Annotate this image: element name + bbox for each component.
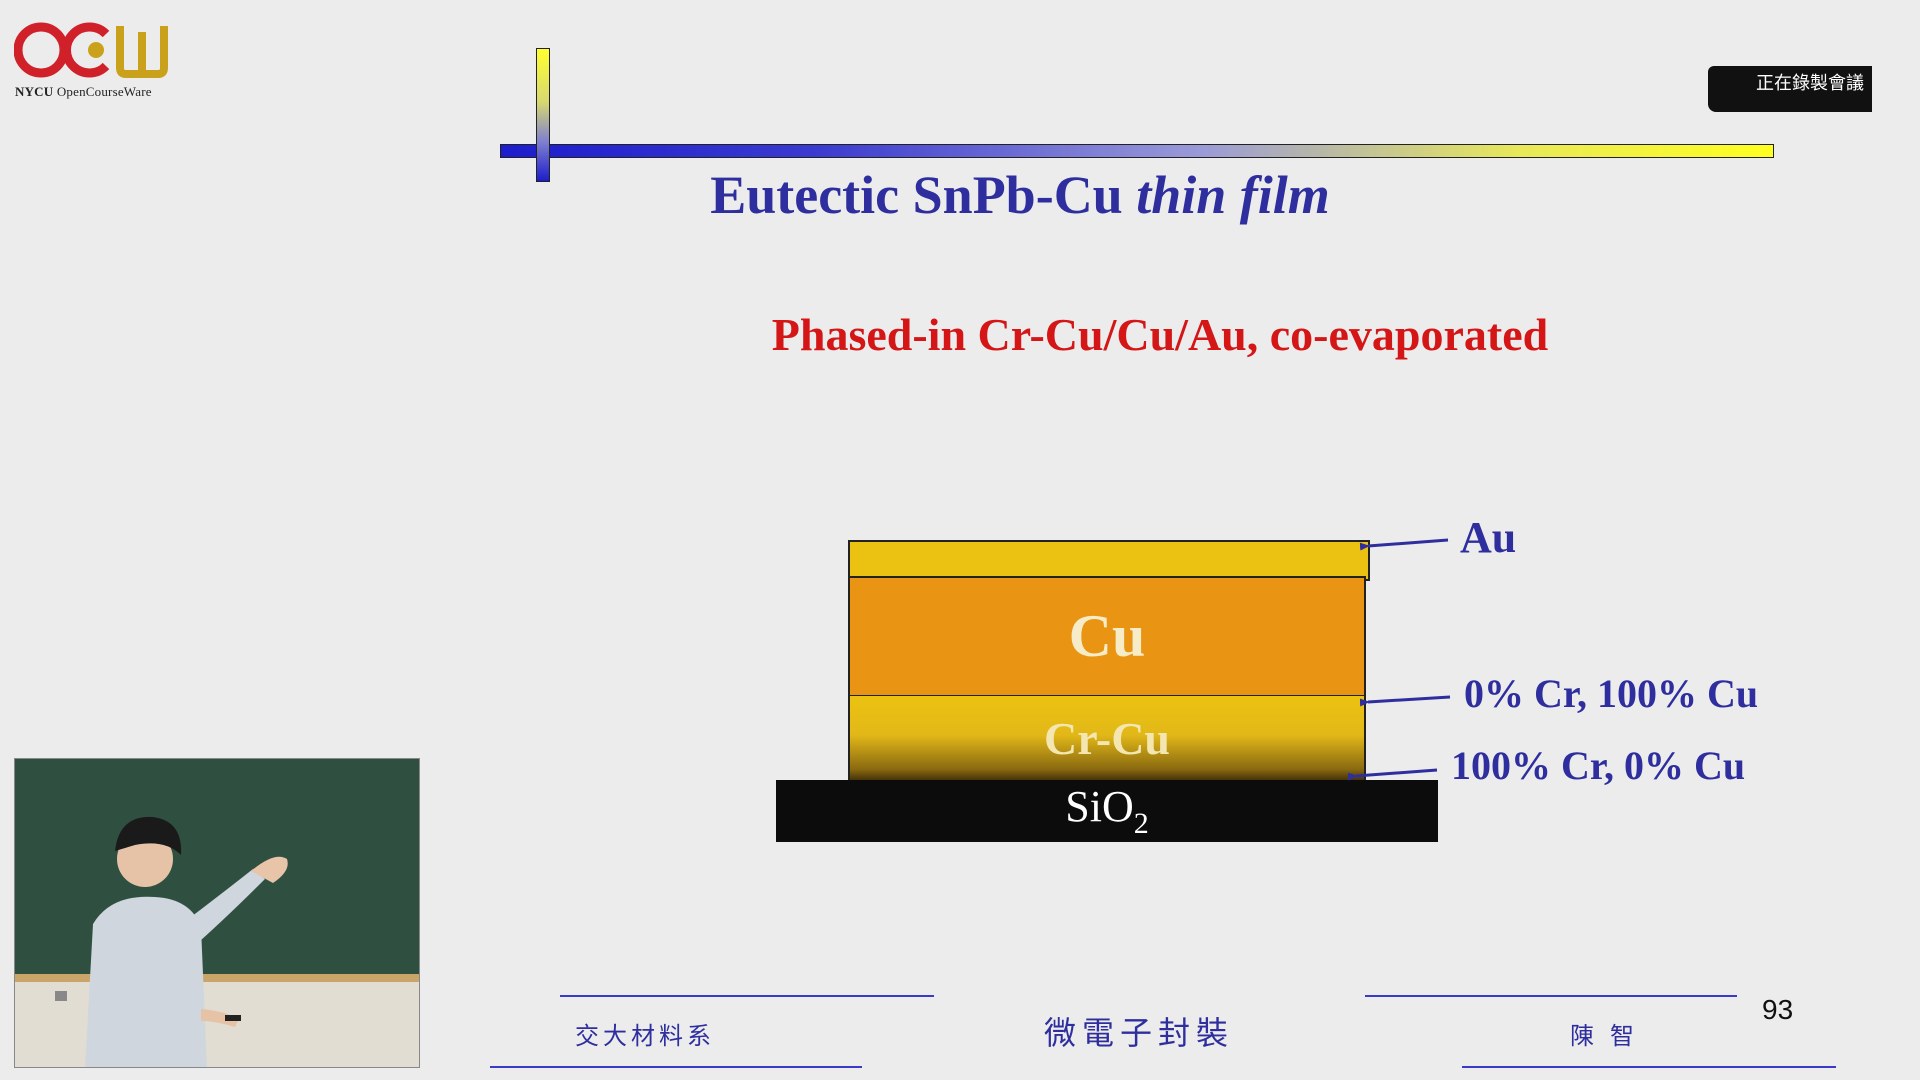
ocw-logo: NYCU OpenCourseWare [13, 18, 174, 104]
footer-line-right-bottom [1462, 1066, 1836, 1068]
layer-au [848, 540, 1370, 581]
layer-sio2: SiO2 [776, 780, 1438, 842]
label-cu100: 0% Cr, 100% Cu [1464, 671, 1759, 716]
title-bar-vertical [536, 48, 550, 182]
logo-caption: NYCU OpenCourseWare [15, 84, 152, 99]
arrow-au [1359, 538, 1449, 551]
label-au: Au [1460, 513, 1517, 562]
recording-badge: 正在錄製會議 [1708, 66, 1872, 112]
title-italic: thin film [1136, 165, 1330, 225]
slide-subtitle: Phased-in Cr-Cu/Cu/Au, co-evaporated [771, 309, 1549, 360]
layer-cu-label: Cu [1068, 603, 1146, 669]
title-main: Eutectic SnPb-Cu [710, 165, 1137, 225]
layer-sio2-label: SiO2 [1065, 782, 1149, 840]
footer-line-left-bottom [490, 1066, 862, 1068]
lecturer-video[interactable] [14, 758, 420, 1068]
arrow-cu100 [1359, 695, 1451, 707]
layer-crcu-label: Cr-Cu [1043, 713, 1171, 764]
layer-crcu: Cr-Cu [848, 696, 1366, 782]
footer-line-left-top [560, 995, 934, 997]
footer-course: 微電子封裝 [1044, 1014, 1235, 1052]
title-bar-horizontal [500, 144, 1774, 158]
page-number: 93 [1762, 994, 1794, 1025]
arrow-cr100 [1347, 768, 1438, 781]
footer-lecturer: 陳智 [1570, 1022, 1650, 1050]
slide-title: Eutectic SnPb-Cu thin film [500, 164, 1540, 226]
layer-cu: Cu [848, 576, 1366, 697]
lecturer-video-image [15, 759, 419, 1067]
ocw-logo-mark [13, 22, 168, 78]
footer-line-right-top [1365, 995, 1737, 997]
label-cr100: 100% Cr, 0% Cu [1451, 743, 1746, 788]
footer-department: 交大材料系 [575, 1022, 715, 1050]
